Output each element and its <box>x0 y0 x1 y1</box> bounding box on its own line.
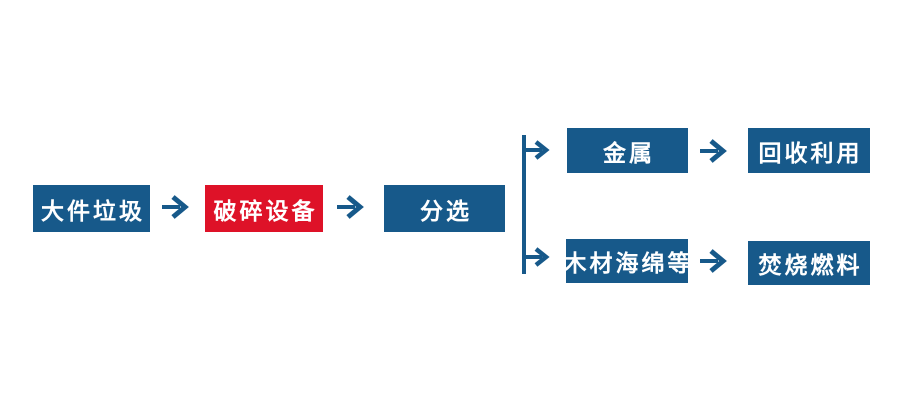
node-sorting: 分选 <box>384 185 505 232</box>
arrow-right-icon <box>337 195 364 219</box>
arrow-right-icon <box>700 249 727 273</box>
node-crushing-equipment-label: 破碎设备 <box>213 198 318 225</box>
arrow-right-icon <box>162 195 189 219</box>
node-recycling-label: 回收利用 <box>758 140 863 167</box>
node-bulky-waste-label: 大件垃圾 <box>41 198 145 225</box>
node-recycling: 回收利用 <box>748 128 870 173</box>
arrow-right-icon <box>700 139 727 163</box>
branch-arrow-right-icon <box>524 247 550 267</box>
node-metal: 金属 <box>567 128 688 173</box>
node-crushing-equipment: 破碎设备 <box>205 185 323 232</box>
node-bulky-waste: 大件垃圾 <box>33 185 150 232</box>
node-metal-label: 金属 <box>603 140 655 167</box>
node-sorting-label: 分选 <box>420 198 472 225</box>
node-wood-sponge: 木材海绵等 <box>564 239 691 283</box>
node-incineration-fuel-label: 焚烧燃料 <box>758 253 863 279</box>
node-incineration-fuel: 焚烧燃料 <box>748 241 870 285</box>
node-wood-sponge-label: 木材海绵等 <box>563 251 694 277</box>
branch-arrow-right-icon <box>524 140 550 160</box>
branch-connector-line <box>522 135 526 274</box>
